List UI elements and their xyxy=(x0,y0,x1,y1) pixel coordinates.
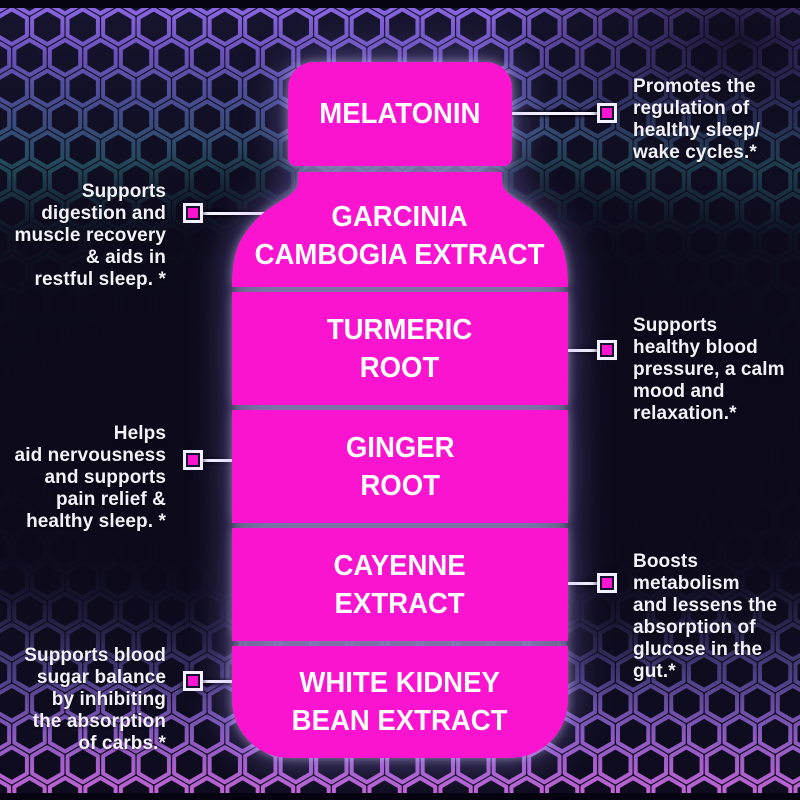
bottom-border-band xyxy=(0,793,800,800)
connector-marker xyxy=(183,671,203,691)
connector-line-turmeric xyxy=(560,349,600,352)
connector-line-white-kidney xyxy=(203,680,237,683)
connector-line-cayenne xyxy=(560,582,600,585)
connector-line-garcinia xyxy=(203,212,265,215)
connector-line-melatonin xyxy=(505,112,600,115)
marker-square-icon xyxy=(188,208,198,218)
callout-ginger-benefit: Helps aid nervousness and supports pain … xyxy=(14,423,166,532)
top-border-band xyxy=(0,0,800,8)
callout-white-kidney-benefit: Supports blood sugar balance by inhibiti… xyxy=(24,645,166,754)
callout-melatonin-benefit: Promotes the regulation of healthy sleep… xyxy=(633,76,761,163)
connector-marker xyxy=(597,573,617,593)
marker-square-icon xyxy=(602,345,612,355)
connector-marker xyxy=(183,450,203,470)
marker-square-icon xyxy=(602,578,612,588)
callout-cayenne-benefit: Boosts metabolism and lessens the absorp… xyxy=(633,551,778,682)
marker-square-icon xyxy=(188,455,198,465)
marker-square-icon xyxy=(188,676,198,686)
connector-marker xyxy=(183,203,203,223)
connector-marker xyxy=(597,103,617,123)
connector-line-ginger xyxy=(203,459,237,462)
callout-garcinia-benefit: Supports digestion and muscle recovery &… xyxy=(14,181,166,290)
connector-marker xyxy=(597,340,617,360)
marker-square-icon xyxy=(602,108,612,118)
callout-turmeric-benefit: Supports healthy blood pressure, a calm … xyxy=(633,315,785,424)
